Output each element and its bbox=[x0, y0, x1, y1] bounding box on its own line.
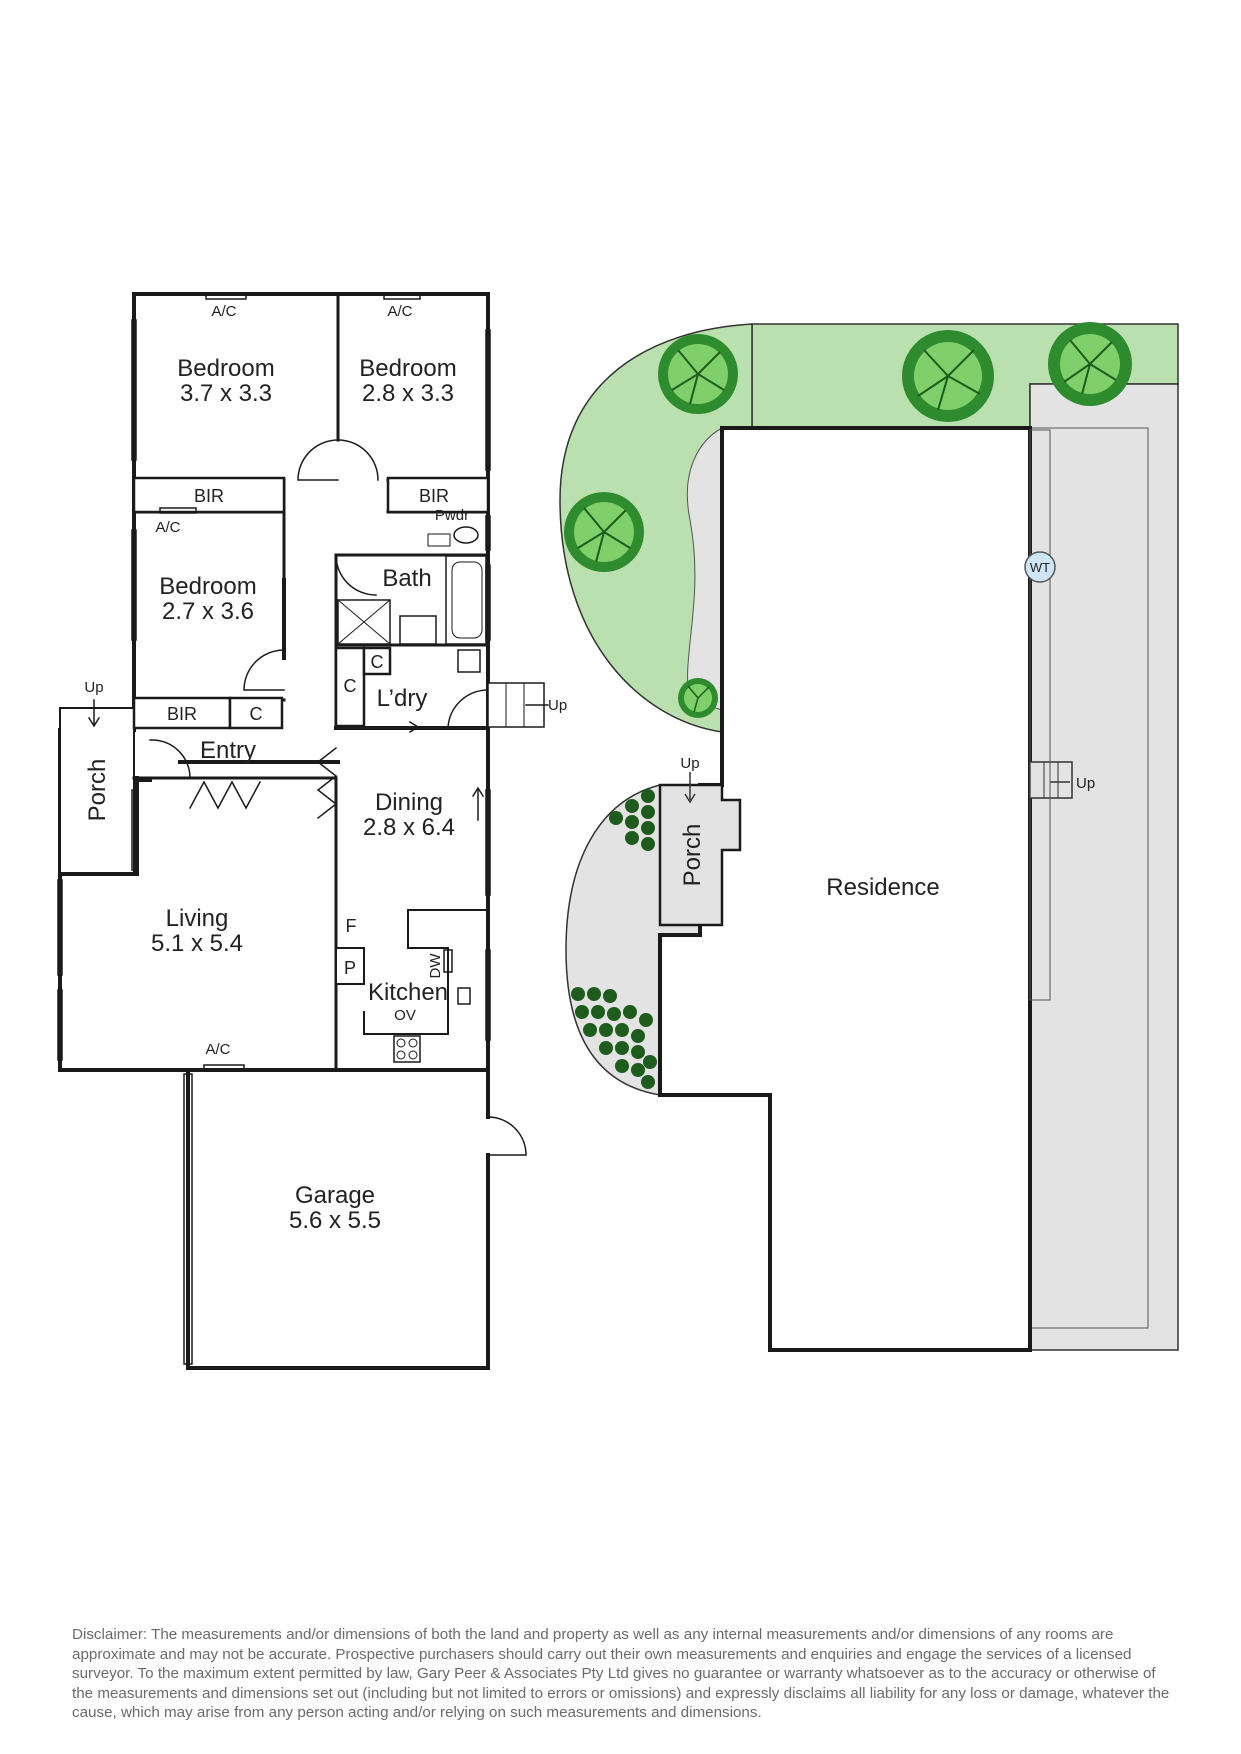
cupboard-label: C bbox=[344, 676, 357, 696]
bir-label: BIR bbox=[194, 486, 224, 506]
porch-label: Porch bbox=[84, 759, 111, 822]
bath-label: Bath bbox=[382, 565, 431, 592]
house-floor-plan bbox=[57, 292, 549, 1370]
tree-icon bbox=[678, 678, 718, 718]
pantry-label: P bbox=[344, 958, 356, 978]
tree-icon bbox=[564, 492, 644, 572]
tree-icon bbox=[658, 334, 738, 414]
laundry-label: L’dry bbox=[377, 685, 428, 712]
ac-label: A/C bbox=[387, 303, 412, 320]
fridge-label: F bbox=[346, 916, 357, 936]
shrubs bbox=[571, 789, 657, 1089]
disclaimer-text: Disclaimer: The measurements and/or dime… bbox=[72, 1626, 1170, 1721]
powder-label: Pwdr bbox=[435, 507, 469, 524]
kitchen-label: Kitchen bbox=[368, 979, 448, 1006]
entry-label: Entry bbox=[200, 737, 256, 764]
water-tank-label: WT bbox=[1030, 560, 1050, 575]
site-porch-label: Porch bbox=[679, 824, 706, 887]
garage-size: 5.6 x 5.5 bbox=[289, 1207, 381, 1234]
water-tank-icon bbox=[1024, 551, 1056, 583]
dining-name: Dining bbox=[375, 789, 443, 816]
bir-label: BIR bbox=[167, 704, 197, 724]
porch-up-label: Up bbox=[84, 679, 103, 696]
cupboard-label: C bbox=[250, 704, 263, 724]
living-name: Living bbox=[166, 905, 229, 932]
residence-label: Residence bbox=[826, 874, 939, 901]
bir-label: BIR bbox=[419, 486, 449, 506]
bedroom2-size: 2.8 x 3.3 bbox=[362, 380, 454, 407]
site-porch bbox=[658, 783, 742, 927]
dishwasher-label: DW bbox=[427, 953, 444, 979]
driveway-paving bbox=[1029, 383, 1179, 1351]
bedroom1-name: Bedroom bbox=[177, 355, 274, 382]
living-size: 5.1 x 5.4 bbox=[151, 930, 243, 957]
bedroom1-size: 3.7 x 3.3 bbox=[180, 380, 272, 407]
bedroom3-size: 2.7 x 3.6 bbox=[162, 598, 254, 625]
laundry-step-up-label: Up bbox=[548, 697, 567, 714]
tree-icon bbox=[1048, 322, 1132, 406]
side-step-up-label: Up bbox=[1076, 775, 1095, 792]
site-porch-up-label: Up bbox=[680, 755, 699, 772]
ac-label: A/C bbox=[211, 303, 236, 320]
room-labels: Bedroom 3.7 x 3.3 Bedroom 2.8 x 3.3 Bedr… bbox=[84, 303, 567, 1234]
cupboard-label: C bbox=[371, 652, 384, 672]
ac-label: A/C bbox=[205, 1041, 230, 1058]
garage-name: Garage bbox=[295, 1182, 375, 1209]
dining-size: 2.8 x 6.4 bbox=[363, 814, 455, 841]
tree-icon bbox=[902, 330, 994, 422]
bedroom2-name: Bedroom bbox=[359, 355, 456, 382]
ac-label: A/C bbox=[155, 519, 180, 536]
side-path bbox=[686, 427, 723, 711]
bedroom3-name: Bedroom bbox=[159, 573, 256, 600]
oven-label: OV bbox=[394, 1007, 416, 1024]
site-plan: Porch Up Residence Up WT bbox=[559, 322, 1179, 1352]
